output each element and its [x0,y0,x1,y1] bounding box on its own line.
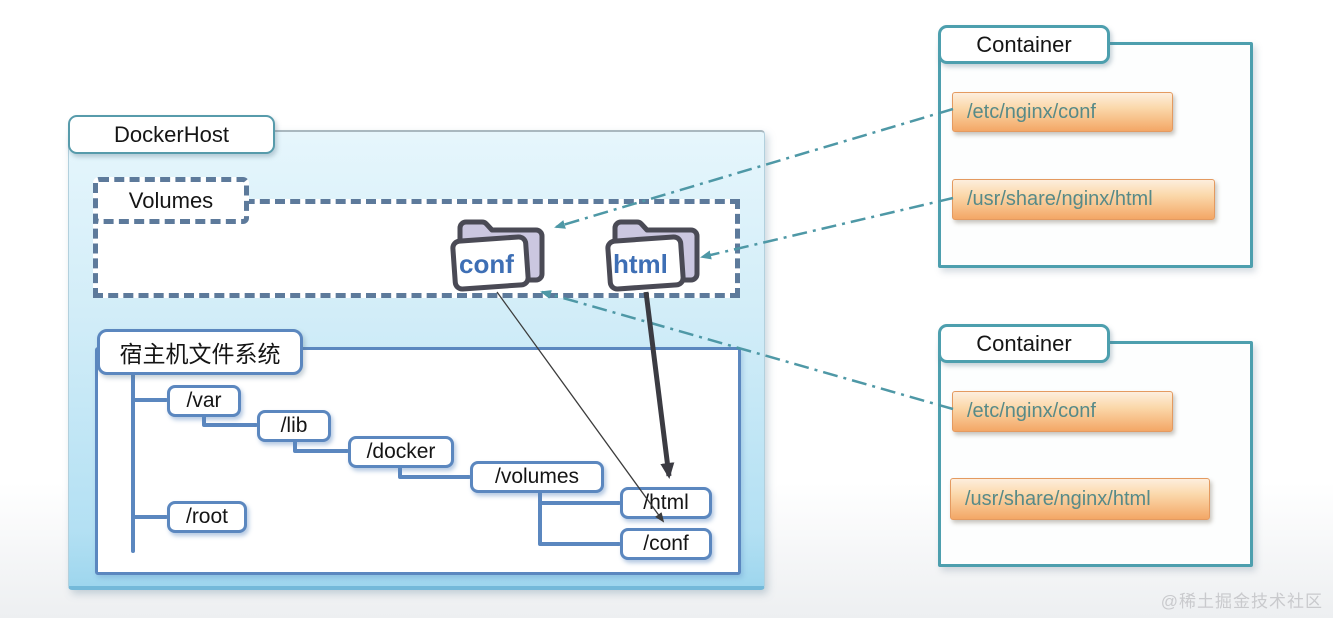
tree-node-lib: /lib [257,410,331,442]
folder-icon: conf [450,219,545,292]
watermark: @稀土掘金技术社区 [1160,592,1323,611]
container2-label-text: Container [976,330,1072,356]
tree-node-html: /html [620,487,712,519]
folder-icon: html [605,219,700,292]
tree-node-lib-text: /lib [280,414,308,437]
tree-node-docker: /docker [348,436,454,468]
container1-path-html: /usr/share/nginx/html [952,179,1215,220]
tree-node-root-text: /root [185,505,229,528]
tree-node-docker-text: /docker [366,440,436,463]
container1-path-conf-text: /etc/nginx/conf [967,100,1096,123]
folder-conf-icon: conf [448,214,548,294]
tree-node-conf-text: /conf [643,532,689,555]
volumes-label: Volumes [93,177,249,224]
folder-html-icon: html [603,214,703,294]
filesystem-label-text: 宿主机文件系统 [119,341,281,367]
tree-node-volumes: /volumes [470,461,604,493]
container2-path-conf: /etc/nginx/conf [952,391,1173,432]
folder-html-name: html [613,249,668,279]
dockerhost-label: DockerHost [68,115,275,154]
container1-label-text: Container [976,31,1072,57]
container2-path-html: /usr/share/nginx/html [950,478,1210,520]
tree-node-html-text: /html [643,491,689,514]
tree-node-var-text: /var [186,389,222,412]
container1-path-html-text: /usr/share/nginx/html [967,188,1153,210]
container1-label: Container [938,25,1110,64]
tree-node-conf: /conf [620,528,712,560]
container1-path-conf: /etc/nginx/conf [952,92,1173,132]
container2-path-conf-text: /etc/nginx/conf [967,400,1096,422]
container2-label: Container [938,324,1110,363]
filesystem-label: 宿主机文件系统 [97,329,303,375]
container2-box [938,341,1253,567]
container1-box [938,42,1253,268]
tree-node-volumes-text: /volumes [494,465,580,488]
tree-node-var: /var [167,385,241,417]
volumes-label-text: Volumes [128,187,214,213]
dockerhost-label-text: DockerHost [114,121,229,147]
tree-node-root: /root [167,501,247,533]
folder-conf-name: conf [459,249,514,279]
container2-path-html-text: /usr/share/nginx/html [965,487,1151,510]
